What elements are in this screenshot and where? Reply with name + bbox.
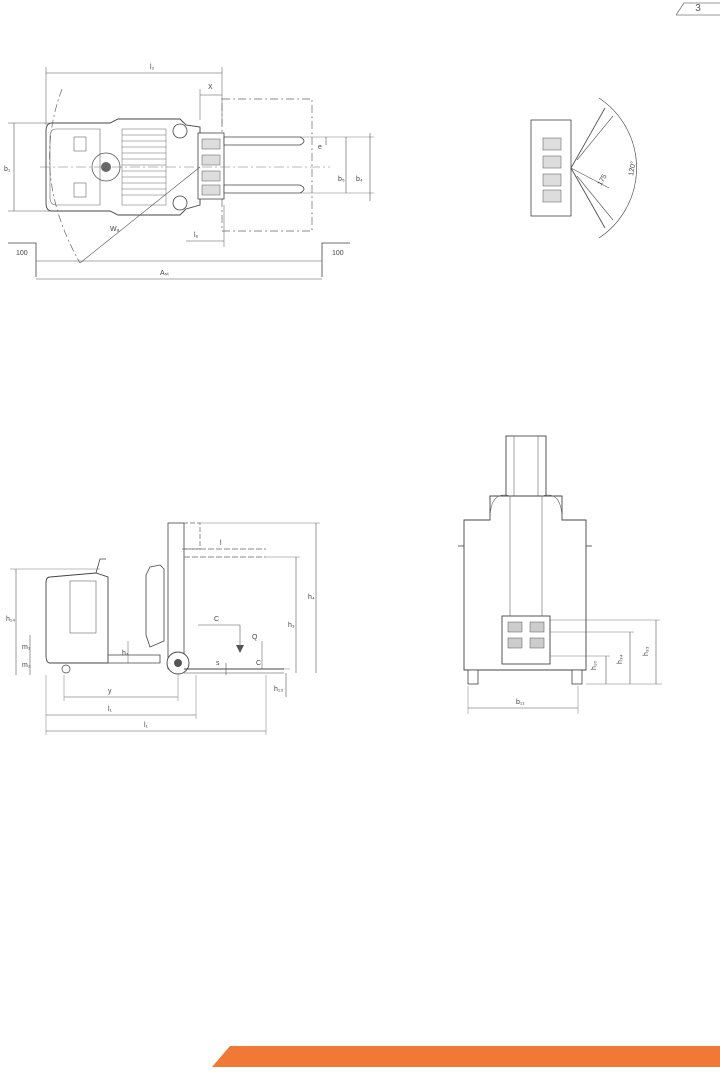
dim-h4-label: h₄ [308,594,315,601]
dim-h33-label: h₃₃ [643,646,650,656]
dim-b1-label: b₁ [4,166,11,173]
dim-l2-label: l₂ [150,64,155,71]
page-number: 3 [695,3,701,14]
dim-h3-label: h₃ [288,622,295,629]
dim-l-label: l [220,540,222,547]
rotation-angle-label: 120° [627,161,637,177]
footer-accent-band [0,1046,720,1067]
dim-m2-label: m₂ [22,662,31,669]
side-view-diagram: l C Q C s h₃ h₄ h₁₃ [0,515,330,740]
dim-ast-label: Aₛₜ [160,270,169,277]
dim-q-label: Q [252,634,258,641]
dim-l6-label: l₆ [194,232,199,239]
rotation-view-diagram: 175 120° [525,90,655,250]
right-clearance-label: 100 [332,250,344,257]
dim-l1-label: l₁ [108,706,113,713]
dim-y-label: y [108,688,112,695]
dim-c-horizontal-label: C [214,616,219,623]
dim-l-total-label: l₁ [144,722,149,729]
page-number-tab: 3 [675,2,720,16]
dim-b4-label: b₄ [356,176,363,183]
dim-c-vertical-label: C [256,660,261,667]
dim-wa-label: Wₐ [110,226,120,233]
left-clearance-label: 100 [16,250,28,257]
rear-view-diagram: h₁₀ h₃₄ h₃₃ b₁₁ [450,430,720,720]
dim-h10-label: h₁₀ [591,661,598,670]
dim-h13-label: h₁₃ [274,686,283,693]
rotation-radius-label: 175 [597,173,609,187]
dim-e-label: e [318,144,322,151]
top-view-diagram: l₂ X [0,55,380,295]
dim-s-label: s [216,660,220,667]
dim-h14-label: h₁₄ [6,616,15,623]
dim-b11-label: b₁₁ [516,699,525,706]
dim-h7-label: h₇ [122,650,129,657]
dim-m1-label: m₁ [22,644,31,651]
dim-b5-label: b₅ [338,176,345,183]
dim-x-label: X [208,84,213,91]
dim-h34-label: h₃₄ [617,654,624,664]
